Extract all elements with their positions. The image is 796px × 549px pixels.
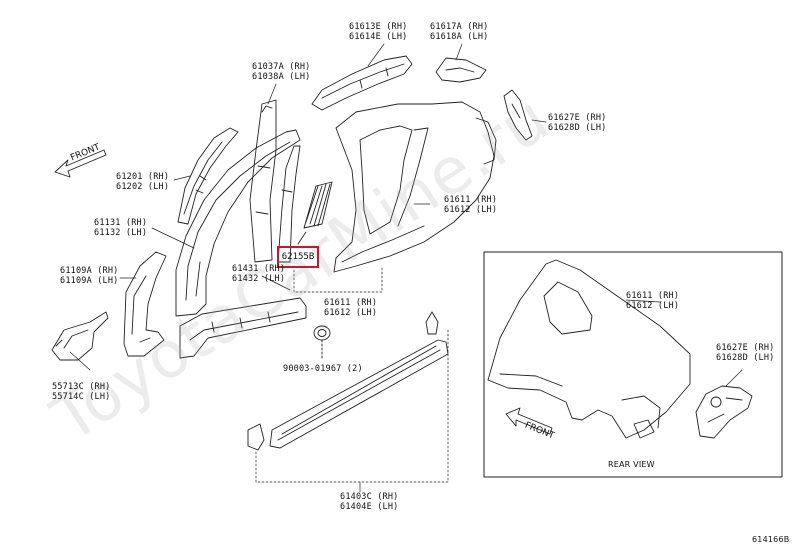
part-62155B bbox=[297, 181, 333, 245]
label-55713[interactable]: 55713C (RH)55714C (LH) bbox=[52, 382, 111, 402]
label-61611-bottom[interactable]: 61611 (RH)61612 (LH) bbox=[324, 298, 378, 318]
front-arrow-inset bbox=[505, 407, 553, 435]
label-61611-top[interactable]: 61611 (RH)61612 (LH) bbox=[444, 195, 498, 215]
label-61109[interactable]: 61109A (RH)61109A (LH) bbox=[60, 266, 119, 286]
rear-view-inset bbox=[483, 251, 783, 478]
inset-label-61611[interactable]: 61611 (RH)61612 (LH) bbox=[626, 291, 680, 311]
part-61611 bbox=[333, 101, 497, 273]
part-61617 bbox=[435, 57, 487, 83]
label-61131[interactable]: 61131 (RH)61132 (LH) bbox=[94, 218, 148, 238]
part-61431 bbox=[179, 297, 307, 359]
label-61431[interactable]: 61431 (RH)61432 (LH) bbox=[232, 264, 286, 284]
inset-caption: REAR VIEW bbox=[608, 460, 655, 469]
label-90003[interactable]: 90003-01967 (2) bbox=[283, 364, 363, 374]
label-61617[interactable]: 61617A (RH)61618A (LH) bbox=[430, 22, 489, 42]
label-61627[interactable]: 61627E (RH)61628D (LH) bbox=[548, 113, 607, 133]
part-61131 bbox=[175, 129, 301, 317]
part-61613 bbox=[311, 55, 413, 111]
label-61403[interactable]: 61403C (RH)61404E (LH) bbox=[340, 492, 399, 512]
leader-lines bbox=[69, 43, 547, 493]
part-61037-inner bbox=[277, 145, 301, 263]
label-61037[interactable]: 61037A (RH)61038A (LH) bbox=[252, 62, 311, 82]
highlighted-part-62155B[interactable]: 62155B bbox=[277, 246, 319, 268]
part-61037 bbox=[249, 99, 277, 263]
part-55713 bbox=[51, 311, 109, 361]
label-61613[interactable]: 61613E (RH)61614E (LH) bbox=[349, 22, 408, 42]
front-arrow-main bbox=[54, 149, 107, 178]
part-90003 bbox=[313, 325, 331, 361]
figure-code: 614166B bbox=[752, 535, 790, 544]
part-61403 bbox=[247, 311, 449, 451]
inset-part-61627 bbox=[625, 299, 753, 439]
part-61627 bbox=[503, 89, 533, 141]
part-61201 bbox=[177, 127, 239, 225]
inset-label-61627[interactable]: 61627E (RH)61628D (LH) bbox=[716, 343, 775, 363]
part-61109 bbox=[123, 251, 167, 357]
label-61201[interactable]: 61201 (RH)61202 (LH) bbox=[116, 172, 170, 192]
inset-part-61611 bbox=[487, 259, 691, 439]
